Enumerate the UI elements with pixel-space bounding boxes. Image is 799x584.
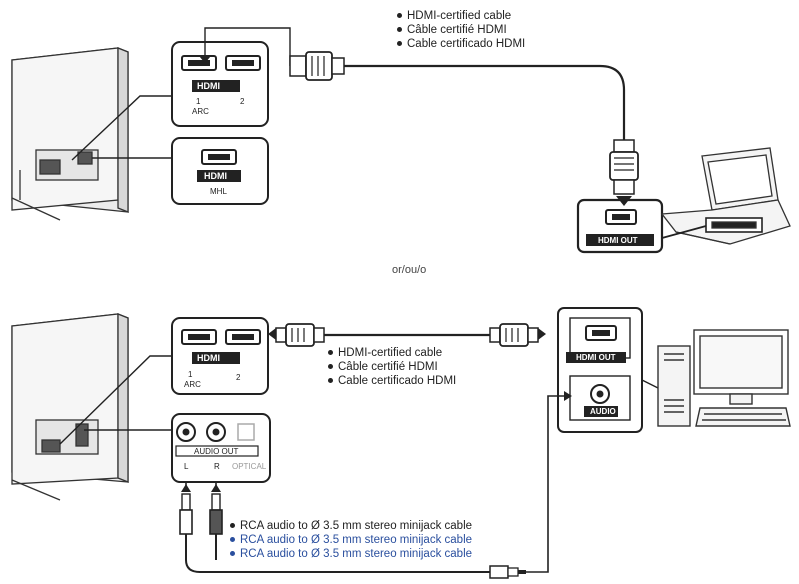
separator-text: or/ou/o: [392, 264, 427, 276]
pc-hdmi-out-label: HDMI OUT: [576, 353, 616, 362]
arc-label: ARC: [192, 107, 209, 116]
hdmi-port-panel-top: [171, 41, 269, 127]
top-cable-label-es: Cable certificado HDMI: [397, 37, 525, 51]
laptop-hdmi-panel: [576, 196, 664, 254]
top-cable-label-en: HDMI-certified cable: [397, 9, 511, 23]
hdmi-port-1-label: 1: [196, 97, 201, 106]
mhl-label: MHL: [210, 187, 227, 196]
audio-out-panel: [171, 413, 271, 483]
tv-side-top: [11, 47, 129, 221]
audio-cable: [179, 391, 572, 579]
hdmi-port-2-label-bottom: 2: [236, 373, 241, 382]
bottom-hdmi-label-en: HDMI-certified cable: [328, 346, 442, 360]
laptop-hdmi-out-label: HDMI OUT: [598, 236, 638, 245]
audio-cable-label-3: RCA audio to Ø 3.5 mm stereo minijack ca…: [230, 547, 472, 561]
pc-port-panel: [557, 307, 667, 433]
pc-audio-label: AUDIO: [590, 407, 616, 416]
bottom-hdmi-label-es: Cable certificado HDMI: [328, 374, 456, 388]
hdmi-cable-bottom: [268, 323, 546, 347]
audio-cable-label-2: RCA audio to Ø 3.5 mm stereo minijack ca…: [230, 533, 472, 547]
laptop: [660, 147, 791, 245]
hdmi-logo-bottom: HDMI: [197, 353, 220, 363]
mhl-port-panel: [171, 137, 269, 205]
hdmi-logo-mhl: HDMI: [204, 171, 227, 181]
audio-right-label: R: [214, 462, 220, 471]
hdmi-logo-top: HDMI: [197, 81, 220, 91]
hdmi-cable-top: [289, 51, 639, 195]
arc-label-bottom: ARC: [184, 380, 201, 389]
bottom-hdmi-label-fr: Câble certifié HDMI: [328, 360, 438, 374]
audio-left-label: L: [184, 462, 189, 471]
optical-label: OPTICAL: [232, 462, 267, 471]
top-cable-label-fr: Câble certifié HDMI: [397, 23, 507, 37]
desktop-computer: [657, 329, 791, 427]
hdmi-port-panel-bottom: [171, 317, 269, 395]
tv-side-bottom: [11, 313, 129, 501]
audio-cable-label-1: RCA audio to Ø 3.5 mm stereo minijack ca…: [230, 519, 472, 533]
audio-out-label: AUDIO OUT: [194, 447, 239, 456]
hdmi-port-1-label-bottom: 1: [188, 370, 193, 379]
hdmi-port-2-label: 2: [240, 97, 245, 106]
